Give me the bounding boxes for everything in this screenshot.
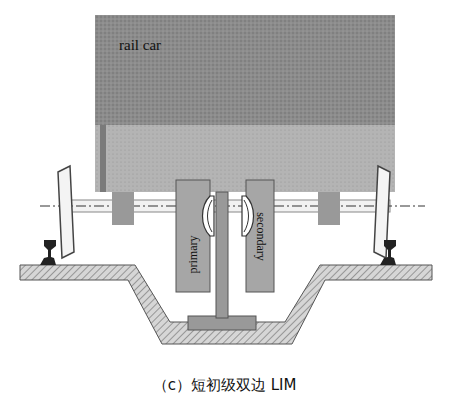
rail [40,240,56,265]
coil-end [208,200,249,232]
coil-end [242,196,254,236]
rail-car-body [95,15,395,125]
rail [380,240,396,265]
primary-hanger [246,180,274,292]
secondary-web [216,192,228,318]
part-label: rail car [119,37,161,54]
figure-caption: （c）短初级双边 LIM [0,376,449,395]
primary-core: primary [176,180,210,292]
coil-end [203,196,215,236]
axle-box [112,192,134,225]
part-label: secondary [253,212,268,261]
wheel [58,166,74,258]
axle-centerline [40,206,425,207]
secondary-plate: secondary [246,180,274,292]
rail-car-underframe [95,125,395,192]
primary-hanger [176,180,210,292]
rail-car-edge [100,125,106,192]
axle-box [318,192,340,225]
part-label: primary [186,235,201,273]
rail-car: rail car [95,15,395,125]
